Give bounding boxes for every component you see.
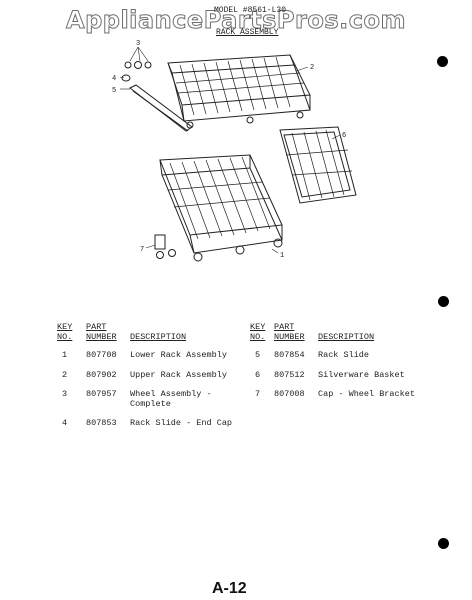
row-description: Rack Slide (318, 350, 370, 360)
row-key: 2 (62, 370, 68, 380)
callout-6: 6 (342, 132, 346, 140)
binder-hole (438, 296, 449, 307)
row-description: Rack Slide - End Cap (130, 418, 233, 428)
header-part-number: PART NUMBER (86, 322, 117, 342)
wheel-assembly-drawing (121, 61, 152, 82)
lower-rack-drawing (159, 154, 283, 262)
header-description: DESCRIPTION (130, 332, 187, 342)
header-key-no: KEY NO. (57, 322, 73, 342)
row-part-number: 807708 (86, 350, 117, 360)
binder-hole (438, 538, 449, 549)
callout-1: 1 (280, 252, 284, 260)
row-key: 3 (62, 389, 68, 399)
row-description: Silverware Basket (318, 370, 405, 380)
row-part-number: 807008 (274, 389, 305, 399)
callout-4: 4 (112, 75, 116, 83)
row-part-number: 807902 (86, 370, 117, 380)
model-number: MODEL #8561-L30 (214, 6, 287, 15)
header-part-number: PART NUMBER (274, 322, 305, 342)
watermark: AppliancePartsPros.com (66, 6, 406, 35)
row-key: 1 (62, 350, 68, 360)
silverware-basket-drawing (279, 126, 357, 204)
callout-5: 5 (112, 87, 116, 95)
callout-2: 2 (310, 64, 314, 72)
header-key-no: KEY NO. (250, 322, 266, 342)
binder-hole (437, 56, 448, 67)
row-key: 5 (255, 350, 261, 360)
rack-assembly-diagram: 3 4 5 2 6 1 7 (112, 40, 357, 262)
header-description: DESCRIPTION (318, 332, 375, 342)
row-key: 7 (255, 389, 261, 399)
page-number: A-12 (212, 580, 247, 597)
row-key: 4 (62, 418, 68, 428)
row-description: Wheel Assembly - Complete (130, 389, 212, 409)
wheel-bracket-drawing (154, 234, 176, 259)
row-description: Upper Rack Assembly (130, 370, 227, 380)
upper-rack-drawing (167, 54, 311, 129)
row-part-number: 807512 (274, 370, 305, 380)
row-key: 6 (255, 370, 261, 380)
row-part-number: 807854 (274, 350, 305, 360)
row-part-number: 807853 (86, 418, 117, 428)
callout-7: 7 (140, 246, 144, 254)
row-part-number: 807957 (86, 389, 117, 399)
row-description: Lower Rack Assembly (130, 350, 227, 360)
diagram-title: RACK ASSEMBLY (216, 28, 279, 37)
callout-3: 3 (136, 40, 140, 48)
rack-slide-drawing (129, 84, 193, 132)
row-description: Cap - Wheel Bracket (318, 389, 415, 399)
